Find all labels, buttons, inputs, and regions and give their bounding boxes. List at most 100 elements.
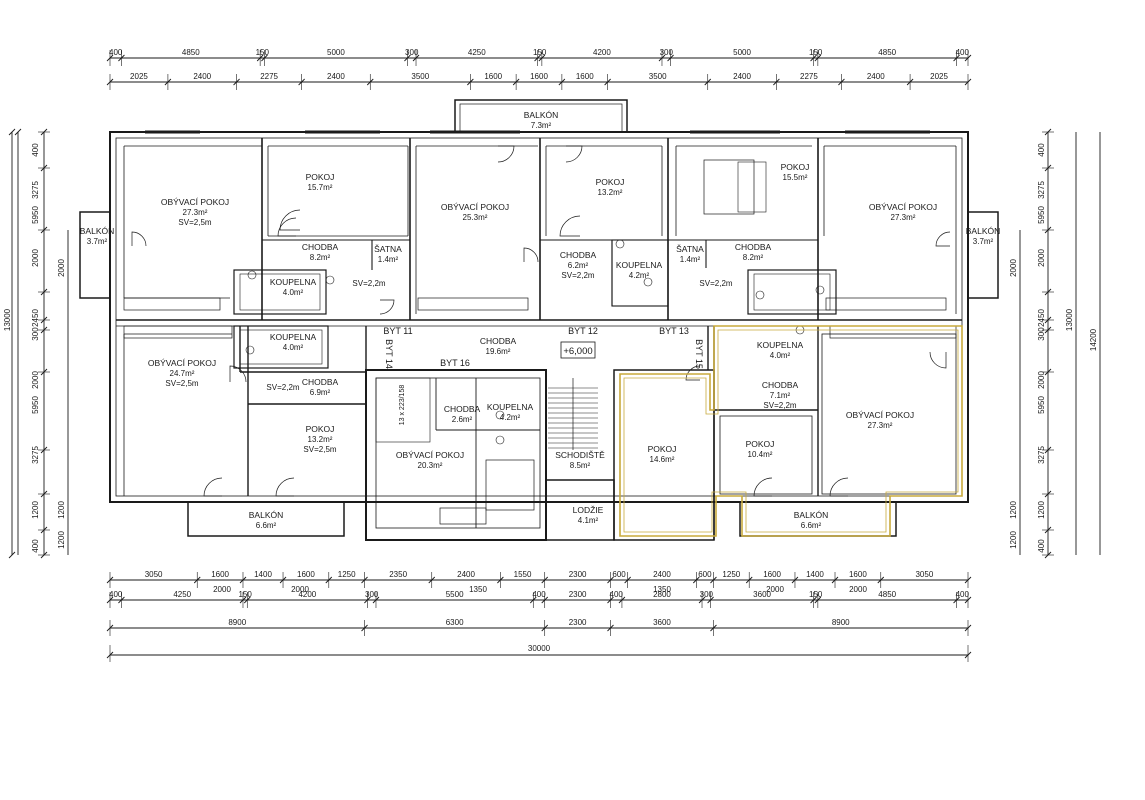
fixtures — [123, 130, 957, 525]
room-name: OBÝVACÍ POKOJ — [396, 450, 464, 460]
dimension-label: 1400 — [806, 570, 824, 579]
dimension-label: 1200 — [1009, 531, 1018, 549]
dimension-label: 1350 — [469, 585, 487, 594]
sanitary-fixture — [643, 277, 653, 287]
dimension-label: 4850 — [182, 48, 200, 57]
dimension-label: 3275 — [1037, 446, 1046, 464]
room-name: OBÝVACÍ POKOJ — [148, 358, 216, 368]
stair-hatch — [375, 377, 431, 443]
dimension-tick — [14, 128, 22, 136]
room-area: 4.0m² — [283, 288, 304, 297]
door-swing — [565, 145, 583, 163]
highlighted-unit-inner — [623, 329, 959, 533]
door-swing — [275, 477, 295, 497]
dimension-label: 3050 — [145, 570, 163, 579]
highlighted-unit — [619, 325, 963, 537]
dimension-label: 300 — [365, 590, 379, 599]
dimension-label: 1600 — [530, 72, 548, 81]
dimension-label: 2000 — [31, 249, 40, 267]
room-name: CHODBA — [762, 380, 799, 390]
dimension-label: 2000 — [1037, 371, 1046, 389]
dimension-label: 150 — [809, 590, 823, 599]
room-area: 4.0m² — [770, 351, 791, 360]
dimension-label: 1600 — [576, 72, 594, 81]
room-name: POKOJ — [306, 424, 335, 434]
total-dimension-label: 30000 — [528, 644, 551, 653]
dimension-label: 1250 — [338, 570, 356, 579]
dimension-label: 400 — [1037, 143, 1046, 157]
kitchen-counter — [417, 297, 529, 311]
dimension-label: 2025 — [930, 72, 948, 81]
dimension-label: 2400 — [457, 570, 475, 579]
room-area: 13.2m² — [308, 435, 333, 444]
room-area: 27.3m² — [891, 213, 916, 222]
room-area: 6.9m² — [310, 388, 331, 397]
dimension-label: 5000 — [327, 48, 345, 57]
room-area: 24.7m² — [170, 369, 195, 378]
dimension-label: 2400 — [733, 72, 751, 81]
room-name: CHODBA — [444, 404, 481, 414]
room-area: 6.2m² — [568, 261, 589, 270]
dimension-label: 150 — [256, 48, 270, 57]
room-name: POKOJ — [648, 444, 677, 454]
dimension-label: 1200 — [31, 501, 40, 519]
room-area: 1.4m² — [680, 255, 701, 264]
room-area: 20.3m² — [418, 461, 443, 470]
kitchen-counter — [829, 325, 957, 339]
room-area: 14.6m² — [650, 455, 675, 464]
room-name: ŠATNA — [374, 244, 402, 254]
door-swing — [559, 215, 581, 237]
door-swing — [829, 477, 849, 497]
room-area: 7.1m² — [770, 391, 791, 400]
room-name: KOUPELNA — [270, 332, 317, 342]
room-outline — [821, 333, 957, 495]
room-note: SV=2,5m — [178, 218, 211, 227]
dimension-label: 1550 — [514, 570, 532, 579]
dimension-label: 150 — [809, 48, 823, 57]
room-outline — [375, 377, 541, 529]
highlighted-unit-outline — [619, 325, 963, 537]
dimension-label: 1250 — [722, 570, 740, 579]
room-outline — [233, 325, 329, 369]
room-name: KOUPELNA — [270, 277, 317, 287]
dimension-label: 2275 — [260, 72, 278, 81]
door-swing — [131, 231, 147, 247]
room-area: 4.2m² — [629, 271, 650, 280]
dimension-label: 2800 — [653, 590, 671, 599]
room-name: POKOJ — [746, 439, 775, 449]
room-name: BALKÓN — [524, 110, 559, 120]
exterior-wall-inner — [115, 137, 963, 497]
door-swing — [929, 351, 947, 369]
room-area: 7.3m² — [531, 121, 552, 130]
dimension-label: 1200 — [57, 501, 66, 519]
dimension-label: 600 — [698, 570, 712, 579]
dimension-tick — [8, 551, 16, 559]
room-name: BALKÓN — [249, 510, 284, 520]
bottom-left-balcony — [187, 501, 345, 537]
dimension-label: 1600 — [484, 72, 502, 81]
room-name: OBÝVACÍ POKOJ — [846, 410, 914, 420]
door-swing — [379, 299, 395, 315]
dimension-label: 1600 — [211, 570, 229, 579]
room-name: OBÝVACÍ POKOJ — [161, 197, 229, 207]
dimension-label: 400 — [31, 539, 40, 553]
sanitary-fixture — [325, 275, 335, 285]
room-name: CHODBA — [480, 336, 517, 346]
unit-label: BYT 14 — [384, 339, 394, 369]
room-note: SV=2,2m — [763, 401, 796, 410]
top-balcony-inner — [459, 103, 623, 133]
kitchen-counter — [485, 459, 535, 511]
room-area: 10.4m² — [748, 450, 773, 459]
room-area: 3.7m² — [973, 237, 994, 246]
room-area: 8.2m² — [310, 253, 331, 262]
room-outline — [611, 239, 669, 307]
dimension-label: 2450 — [31, 309, 40, 327]
exterior-wall — [109, 131, 969, 503]
kitchen-counter — [123, 297, 221, 311]
room-name: BALKÓN — [80, 226, 115, 236]
kitchen-counter — [825, 297, 947, 311]
dimension-label: 5950 — [31, 396, 40, 414]
dimension-label: 5950 — [1037, 206, 1046, 224]
room-name: POKOJ — [596, 177, 625, 187]
